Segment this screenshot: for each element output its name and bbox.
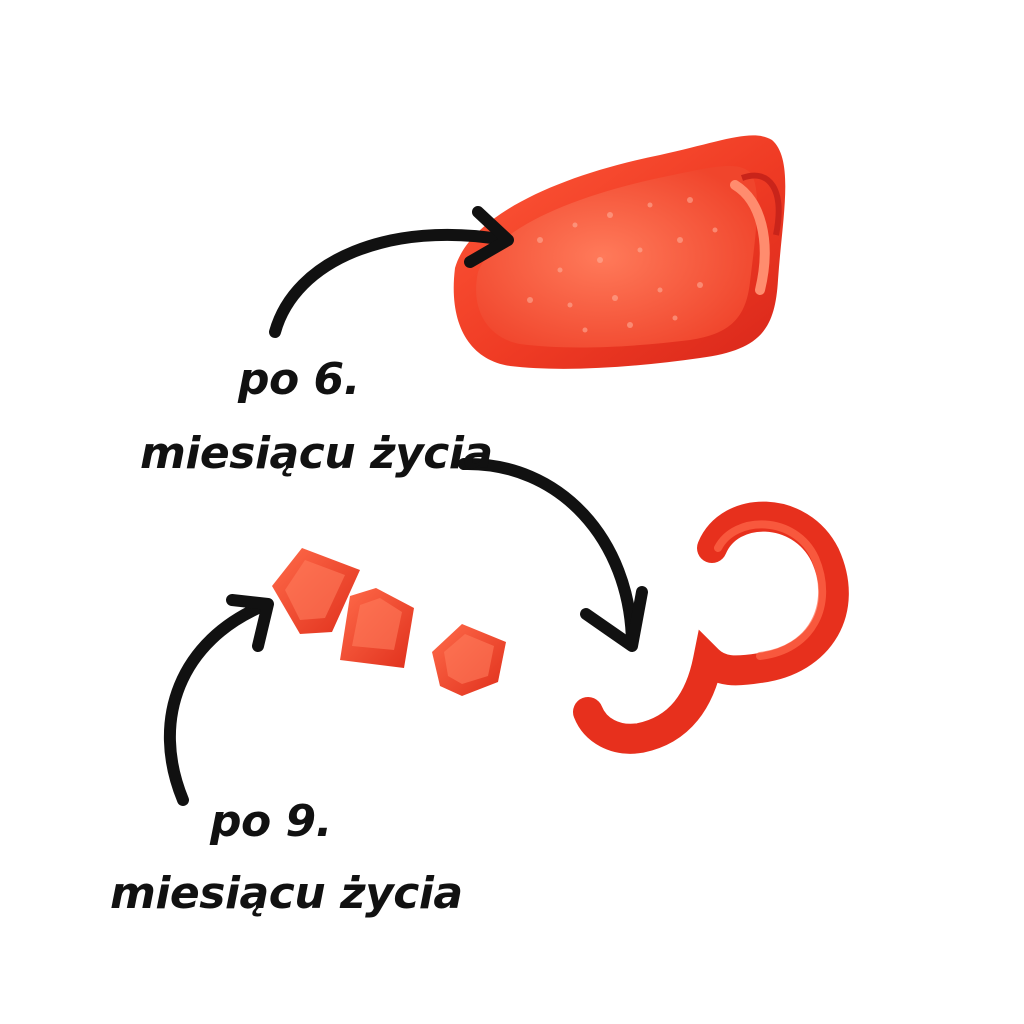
stage-9-months-sublabel: miesiącu życia [110, 868, 463, 919]
pepper-cube-3 [432, 624, 506, 696]
arrow-to-pepper-cubes-icon [164, 594, 274, 806]
pepper-cube-2 [340, 588, 414, 668]
pepper-half-image [453, 135, 786, 369]
pepper-strip-image [573, 501, 849, 754]
stage-6-months-sublabel: miesiącu życia [140, 428, 493, 479]
stage-6-months-label: po 6. [238, 354, 360, 405]
arrow-to-pepper-half-icon [269, 206, 514, 338]
arrow-to-pepper-strip-icon [458, 457, 648, 652]
pepper-cube-1 [272, 548, 360, 634]
stage-9-months-label: po 9. [210, 796, 332, 847]
